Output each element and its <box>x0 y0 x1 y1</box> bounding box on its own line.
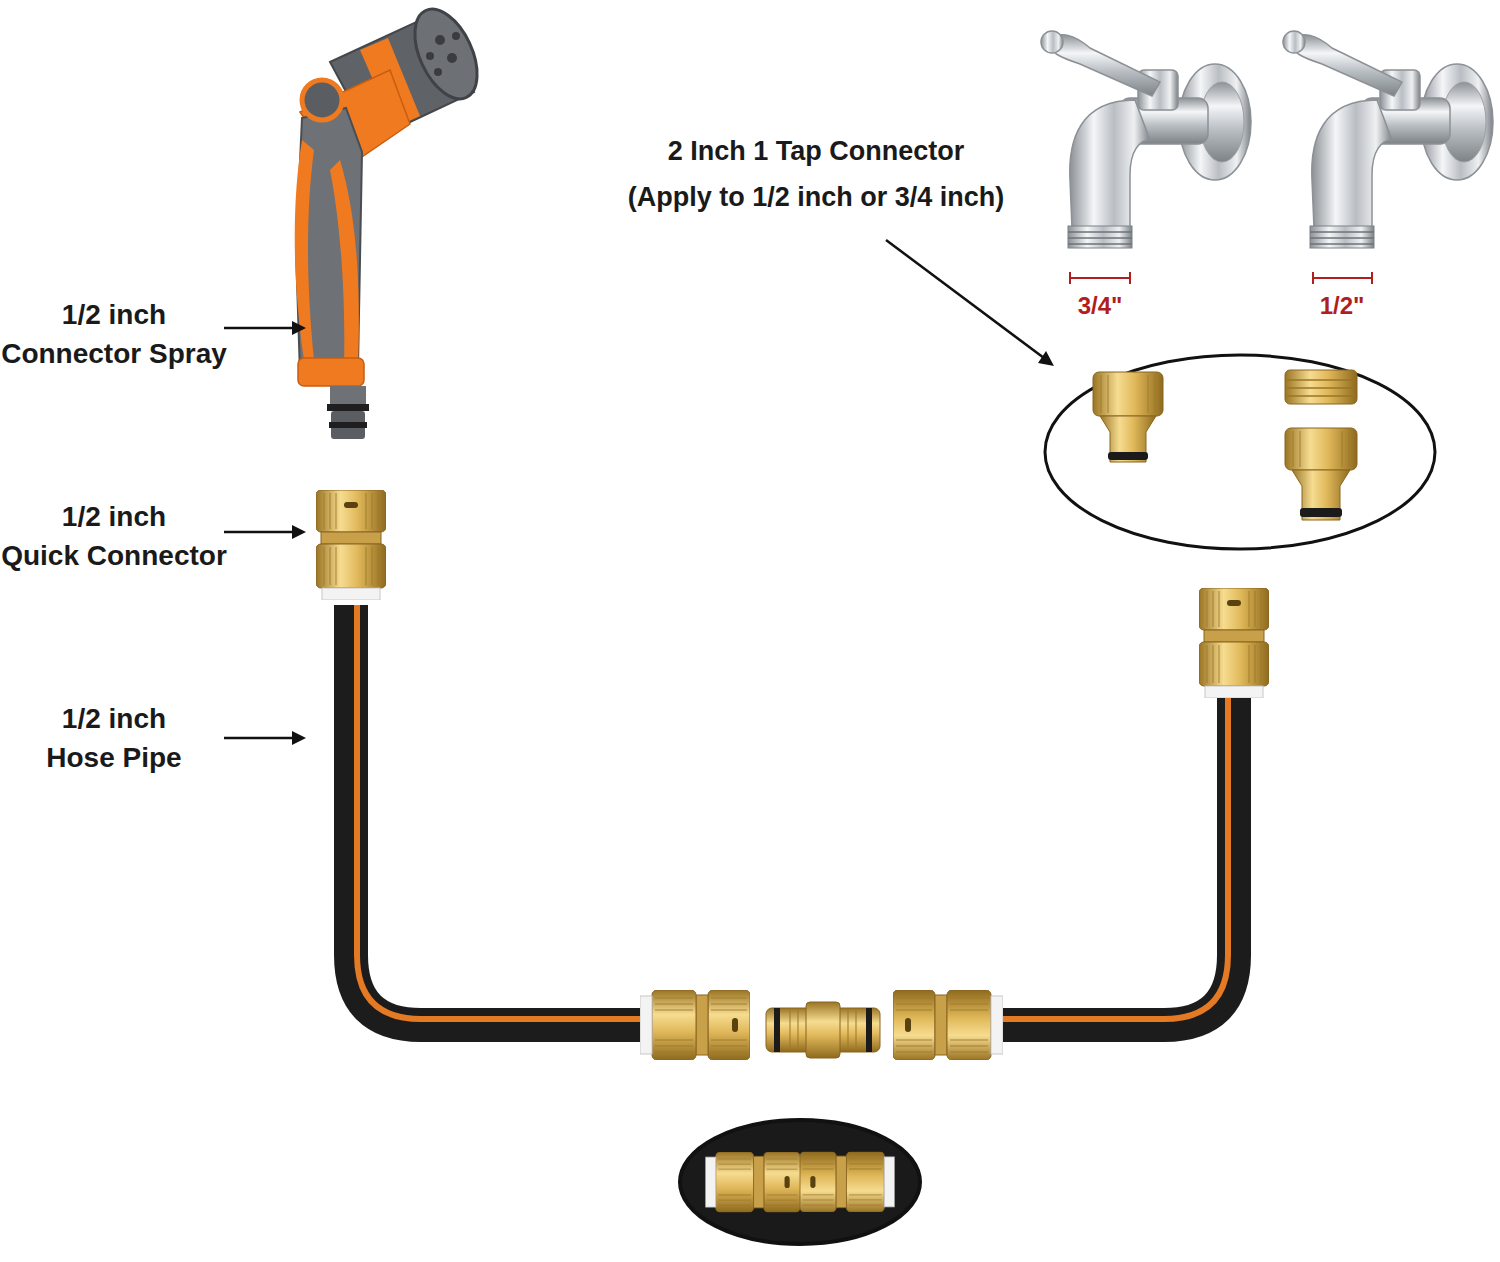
wrap-spacer <box>187 295 232 334</box>
wrap-spacer <box>0 497 41 536</box>
wrap-spacer <box>616 128 661 174</box>
quick-connector <box>316 490 386 600</box>
wrap-spacer <box>971 128 1016 174</box>
water-tap <box>1283 31 1493 248</box>
quick-connector <box>1199 588 1269 698</box>
part-label: 1/2 inch Quick Connector <box>1 501 227 571</box>
label-box: 3/4" <box>1050 291 1150 321</box>
wrap-spacer <box>187 497 232 536</box>
label-box: 2 Inch 1 Tap Connector (Apply to 1/2 inc… <box>616 128 1016 220</box>
part-label: 2 Inch 1 Tap Connector (Apply to 1/2 inc… <box>628 136 1005 212</box>
detail-oval <box>680 1120 920 1244</box>
part-label: 1/2 inch Connector Spray <box>1 299 227 369</box>
quick-connector <box>893 990 1003 1060</box>
label-box: 1/2" <box>1292 291 1392 321</box>
label-box: 1/2 inch Connector Spray <box>0 295 232 373</box>
part-label: 1/2 inch Hose Pipe <box>46 703 181 773</box>
hose-coupler <box>766 1002 880 1058</box>
leader-arrow <box>224 240 1054 745</box>
dimension-line <box>1070 272 1372 284</box>
wrap-spacer <box>0 699 41 738</box>
dimension-label: 3/4" <box>1078 292 1123 319</box>
quick-connector <box>640 990 750 1060</box>
wrap-spacer <box>0 295 41 334</box>
label-box: 1/2 inch Quick Connector <box>0 497 232 575</box>
label-box: 1/2 inch Hose Pipe <box>0 699 232 777</box>
adapter-oval <box>1045 355 1435 549</box>
hose-pipe <box>351 605 1234 1025</box>
wrap-spacer <box>187 699 232 738</box>
water-tap <box>1041 31 1251 248</box>
dimension-label: 1/2" <box>1320 292 1365 319</box>
spray-gun <box>295 0 490 439</box>
